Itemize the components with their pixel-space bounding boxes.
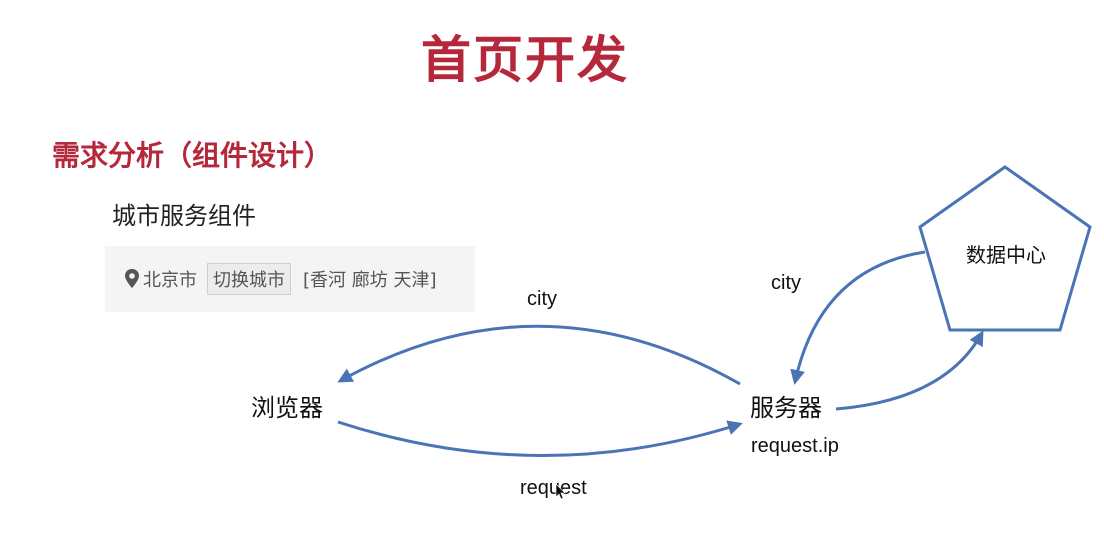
arrow-datacenter-to-server: [790, 250, 926, 385]
component-label: 城市服务组件: [112, 202, 256, 230]
data-center-pentagon: [918, 165, 1092, 332]
mouse-cursor-icon: [555, 483, 566, 500]
nearby-cities: [香河 廊坊 天津]: [303, 270, 437, 291]
location-pin-icon: [125, 269, 139, 288]
arrow-browser-to-server: [337, 420, 743, 457]
arrow-server-to-browser: [337, 324, 741, 386]
current-city: 北京市: [143, 270, 197, 291]
switch-city-button[interactable]: 切换城市: [207, 263, 291, 295]
node-browser: 浏览器: [251, 394, 323, 422]
city-service-widget: 北京市 切换城市 [香河 廊坊 天津]: [105, 246, 475, 312]
page-title: 首页开发: [421, 31, 629, 89]
server-note-request-ip: request.ip: [751, 435, 839, 457]
arrow-server-to-datacenter: [835, 330, 984, 411]
edge-label-server-to-browser: city: [527, 288, 557, 310]
edge-label-browser-to-server: request: [520, 477, 587, 499]
section-heading: 需求分析（组件设计）: [52, 139, 333, 172]
node-server: 服务器: [750, 394, 822, 422]
edge-label-datacenter-to-server: city: [771, 272, 801, 294]
node-data-center: 数据中心: [966, 243, 1046, 267]
